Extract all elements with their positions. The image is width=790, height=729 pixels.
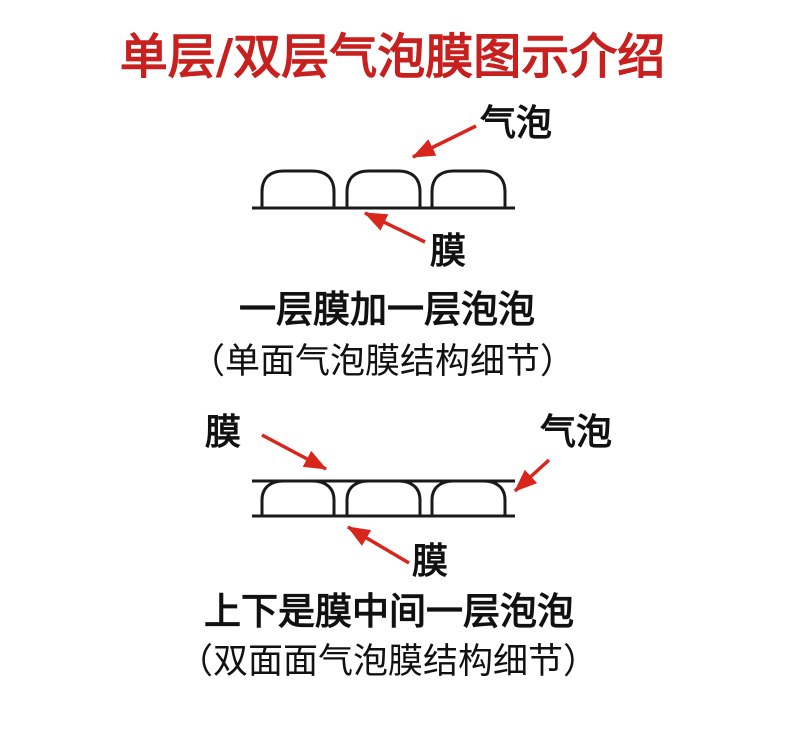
single-layer-film-label: 膜 [430,231,467,272]
single-layer-bubble-arrow [411,124,477,159]
single-layer-caption: 一层膜加一层泡泡 [239,288,535,331]
double-layer-bubble-arrow [513,458,551,493]
double-layer-top-film-arrow [261,433,328,471]
double-layer-bubble [345,479,422,516]
double-layer-structure [252,479,515,518]
double-layer-bubble-label: 气泡 [540,412,613,453]
double-layer-bubble [260,479,336,516]
single-layer-structure [252,169,515,210]
double-layer-top-film-label: 膜 [205,412,242,453]
double-layer-subcaption: （双面面气泡膜结构细节） [177,642,598,682]
single-layer-bubble-label: 气泡 [480,103,553,144]
single-layer-film-arrow [363,211,426,244]
double-layer-bottom-film-label: 膜 [412,541,449,582]
double-layer-bubble [430,479,507,516]
single-layer-subcaption: （单面气泡膜结构细节） [189,342,575,382]
page-title: 单层/双层气泡膜图示介绍 [119,29,666,85]
double-layer-caption: 上下是膜中间一层泡泡 [204,590,574,633]
single-layer-bubble [345,169,422,208]
double-layer-bottom-film-arrow [347,525,410,565]
single-layer-bubble [430,169,507,208]
single-layer-bubble [260,169,336,208]
